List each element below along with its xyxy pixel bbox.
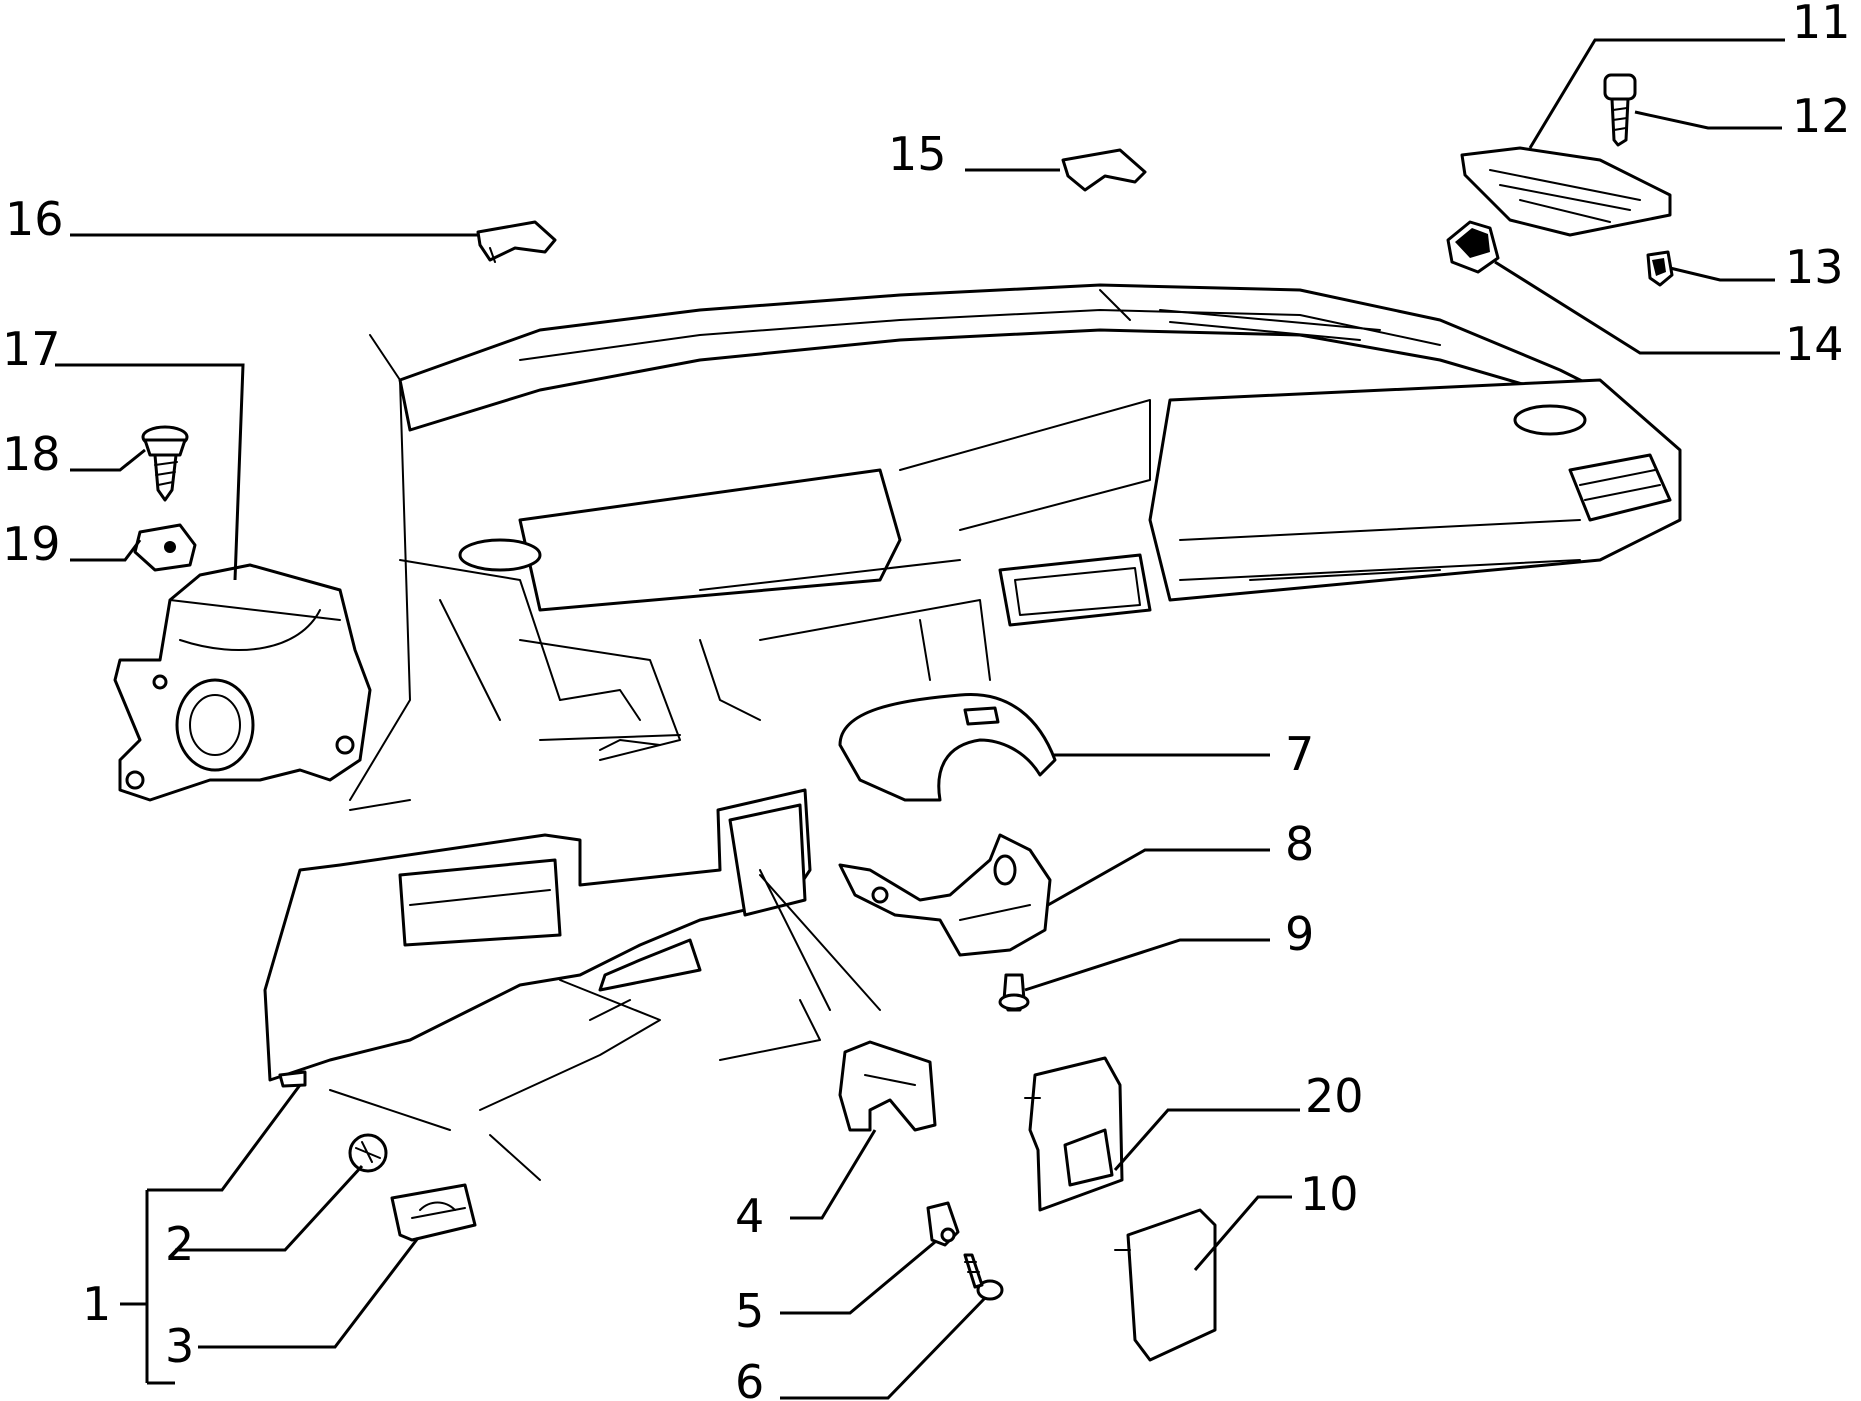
label-19: 19 — [2, 517, 61, 571]
part-16-clip — [476, 220, 557, 263]
label-13: 13 — [1785, 240, 1844, 294]
label-18: 18 — [2, 427, 61, 481]
label-2: 2 — [165, 1217, 194, 1271]
part-5-clip — [926, 1201, 960, 1247]
label-16: 16 — [5, 192, 64, 246]
label-1: 1 — [82, 1277, 111, 1331]
label-8: 8 — [1285, 817, 1314, 871]
label-12: 12 — [1792, 89, 1851, 143]
part-13-clip — [1646, 250, 1674, 287]
part-12-screw — [1603, 73, 1637, 147]
label-14: 14 — [1785, 317, 1844, 371]
label-11: 11 — [1792, 0, 1851, 49]
part-15-clip — [1061, 148, 1147, 192]
part-1-lower-trim-panel — [263, 788, 881, 1181]
part-4-bracket — [838, 1040, 937, 1132]
label-5: 5 — [735, 1284, 764, 1338]
part-9-screw — [998, 973, 1030, 1012]
part-20-side-panel — [1024, 1056, 1124, 1212]
label-20: 20 — [1305, 1069, 1364, 1123]
label-9: 9 — [1285, 907, 1314, 961]
part-17-bracket — [113, 563, 372, 802]
part-10-cover — [1114, 1208, 1217, 1362]
part-2-round-clip — [348, 1133, 388, 1173]
part-7-column-cover-upper — [838, 692, 1057, 802]
label-10: 10 — [1300, 1167, 1359, 1221]
dashboard-panel — [349, 283, 1682, 811]
part-6-screw — [963, 1253, 1004, 1301]
part-8-column-cover-lower — [838, 833, 1052, 957]
leader-lines — [55, 38, 1785, 1400]
label-6: 6 — [735, 1355, 764, 1401]
part-11-grille — [1460, 146, 1672, 237]
label-7: 7 — [1285, 727, 1314, 781]
label-4: 4 — [735, 1189, 764, 1243]
label-15: 15 — [888, 127, 947, 181]
label-3: 3 — [165, 1319, 194, 1373]
part-3-hood-release-handle — [390, 1183, 477, 1242]
label-17: 17 — [2, 322, 61, 376]
part-19-clip — [133, 523, 197, 572]
part-18-screw — [141, 425, 189, 502]
part-14-knob — [1446, 220, 1500, 274]
